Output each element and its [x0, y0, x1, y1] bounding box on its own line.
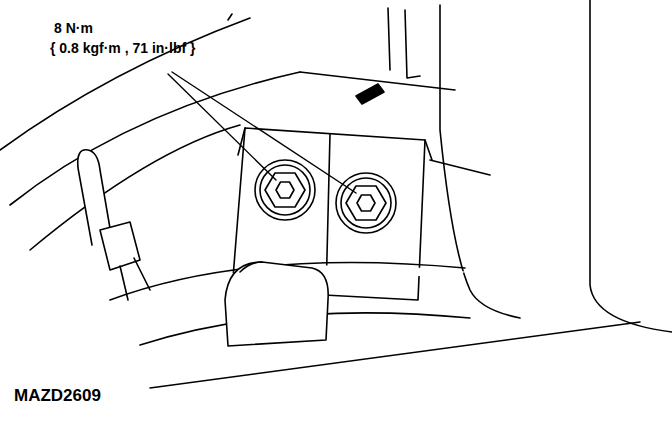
pipe-strap	[225, 262, 328, 346]
leader-line	[168, 74, 276, 180]
figure-code: MAZD2609	[14, 386, 101, 406]
slot-hole	[356, 84, 384, 104]
leader-line	[172, 72, 356, 193]
bracket-flange	[238, 128, 432, 160]
panel-edge	[388, 8, 420, 78]
nut	[336, 173, 396, 233]
floor-line	[150, 322, 640, 388]
torque-value: 8 N·m	[54, 20, 93, 36]
panel-edge	[590, 0, 672, 332]
panel-edge	[430, 160, 490, 175]
torque-value: { 0.8 kgf·m , 71 in·lbf }	[50, 40, 195, 56]
connector	[100, 222, 140, 270]
panel-curve	[30, 125, 240, 250]
pipe-strap	[240, 262, 262, 272]
wire	[120, 258, 150, 300]
panel-curve	[0, 18, 250, 150]
panel-mark	[228, 14, 232, 20]
